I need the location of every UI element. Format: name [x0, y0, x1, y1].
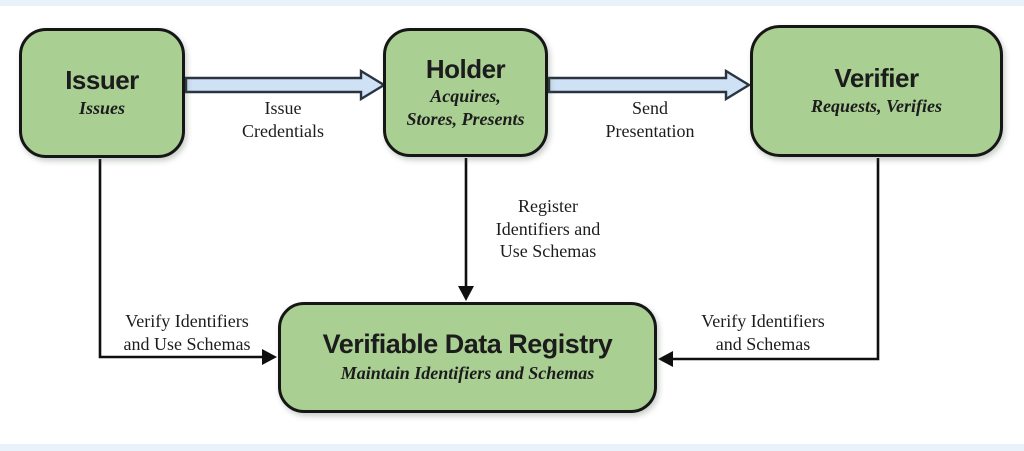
issuer-subtitle: Issues	[78, 98, 126, 119]
verifiable-data-registry-node: Verifiable Data Registry Maintain Identi…	[278, 302, 657, 413]
top-edge-strip	[0, 0, 1024, 6]
send-presentation-label: Send Presentation	[605, 98, 695, 141]
registry-title: Verifiable Data Registry	[322, 329, 613, 360]
verifier-to-registry-arrow-icon	[658, 158, 880, 367]
verifier-node: Verifier Requests, Verifies	[750, 25, 1003, 157]
issuer-to-registry-arrow-icon	[98, 159, 277, 365]
holder-subtitle: Acquires, Stores, Presents	[406, 86, 525, 129]
issuer-to-holder-arrow-icon	[184, 68, 387, 102]
holder-title: Holder	[425, 53, 506, 84]
verifier-subtitle: Requests, Verifies	[810, 96, 942, 117]
verify-identifiers-use-schemas-label: Verify Identifiers and Use Schemas	[123, 311, 251, 354]
holder-node: Holder Acquires, Stores, Presents	[383, 28, 548, 157]
register-identifiers-label: Register Identifiers and Use Schemas	[495, 196, 601, 262]
issuer-node: Issuer Issues	[19, 28, 185, 158]
issue-credentials-label: Issue Credentials	[242, 98, 324, 141]
holder-to-registry-arrow-icon	[458, 158, 474, 301]
verify-identifiers-schemas-label: Verify Identifiers and Schemas	[701, 311, 825, 354]
registry-subtitle: Maintain Identifiers and Schemas	[340, 363, 595, 384]
verifier-title: Verifier	[834, 63, 919, 94]
bottom-edge-strip	[0, 444, 1024, 451]
holder-to-verifier-arrow-icon	[547, 68, 752, 102]
issuer-title: Issuer	[65, 65, 139, 96]
